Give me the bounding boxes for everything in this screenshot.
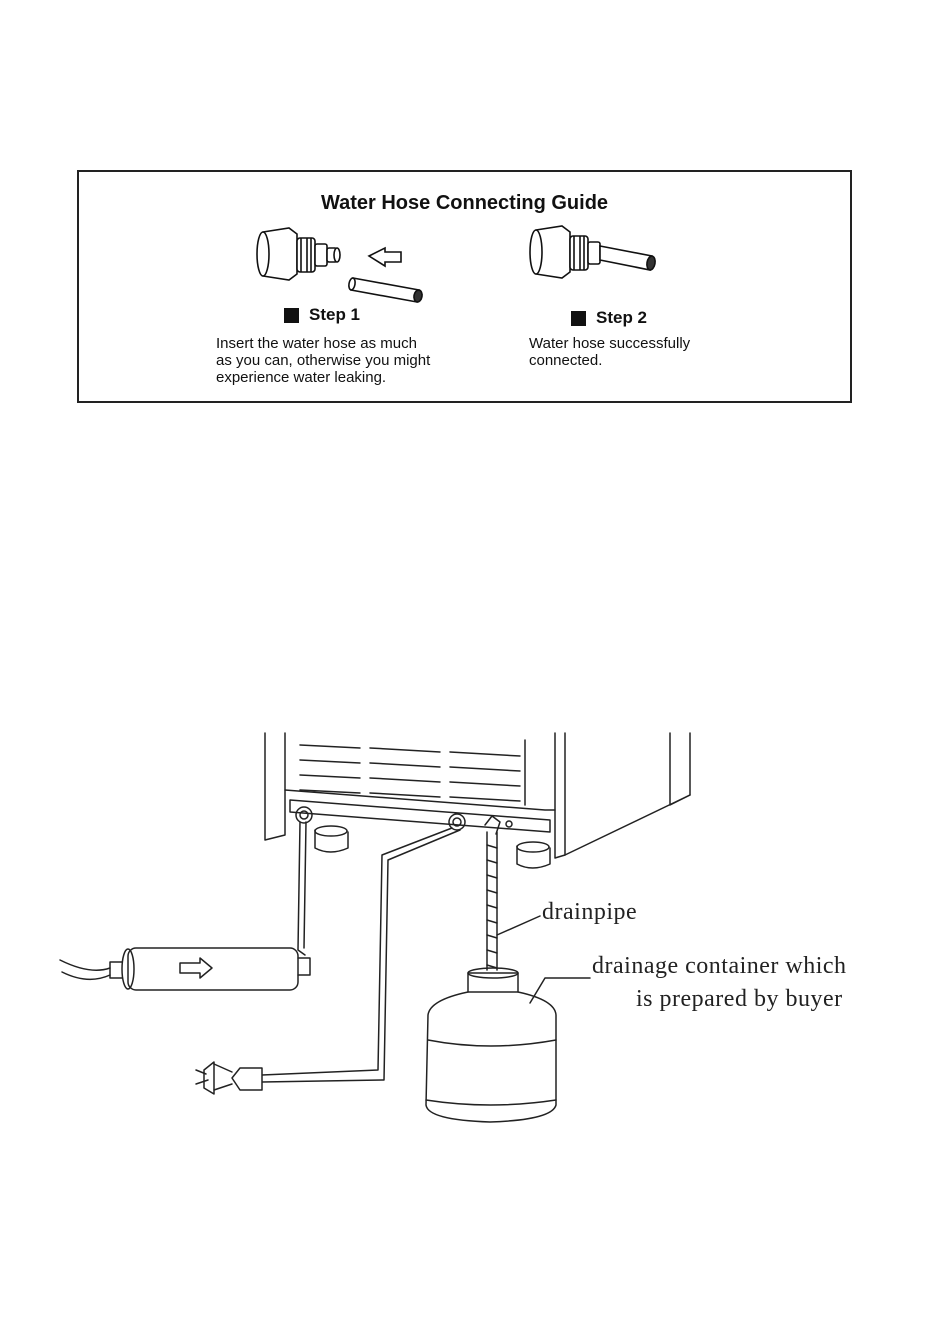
container-label-line1: drainage container which: [592, 952, 847, 980]
container-label-line2: is prepared by buyer: [636, 985, 843, 1013]
drainpipe-label: drainpipe: [542, 898, 637, 926]
